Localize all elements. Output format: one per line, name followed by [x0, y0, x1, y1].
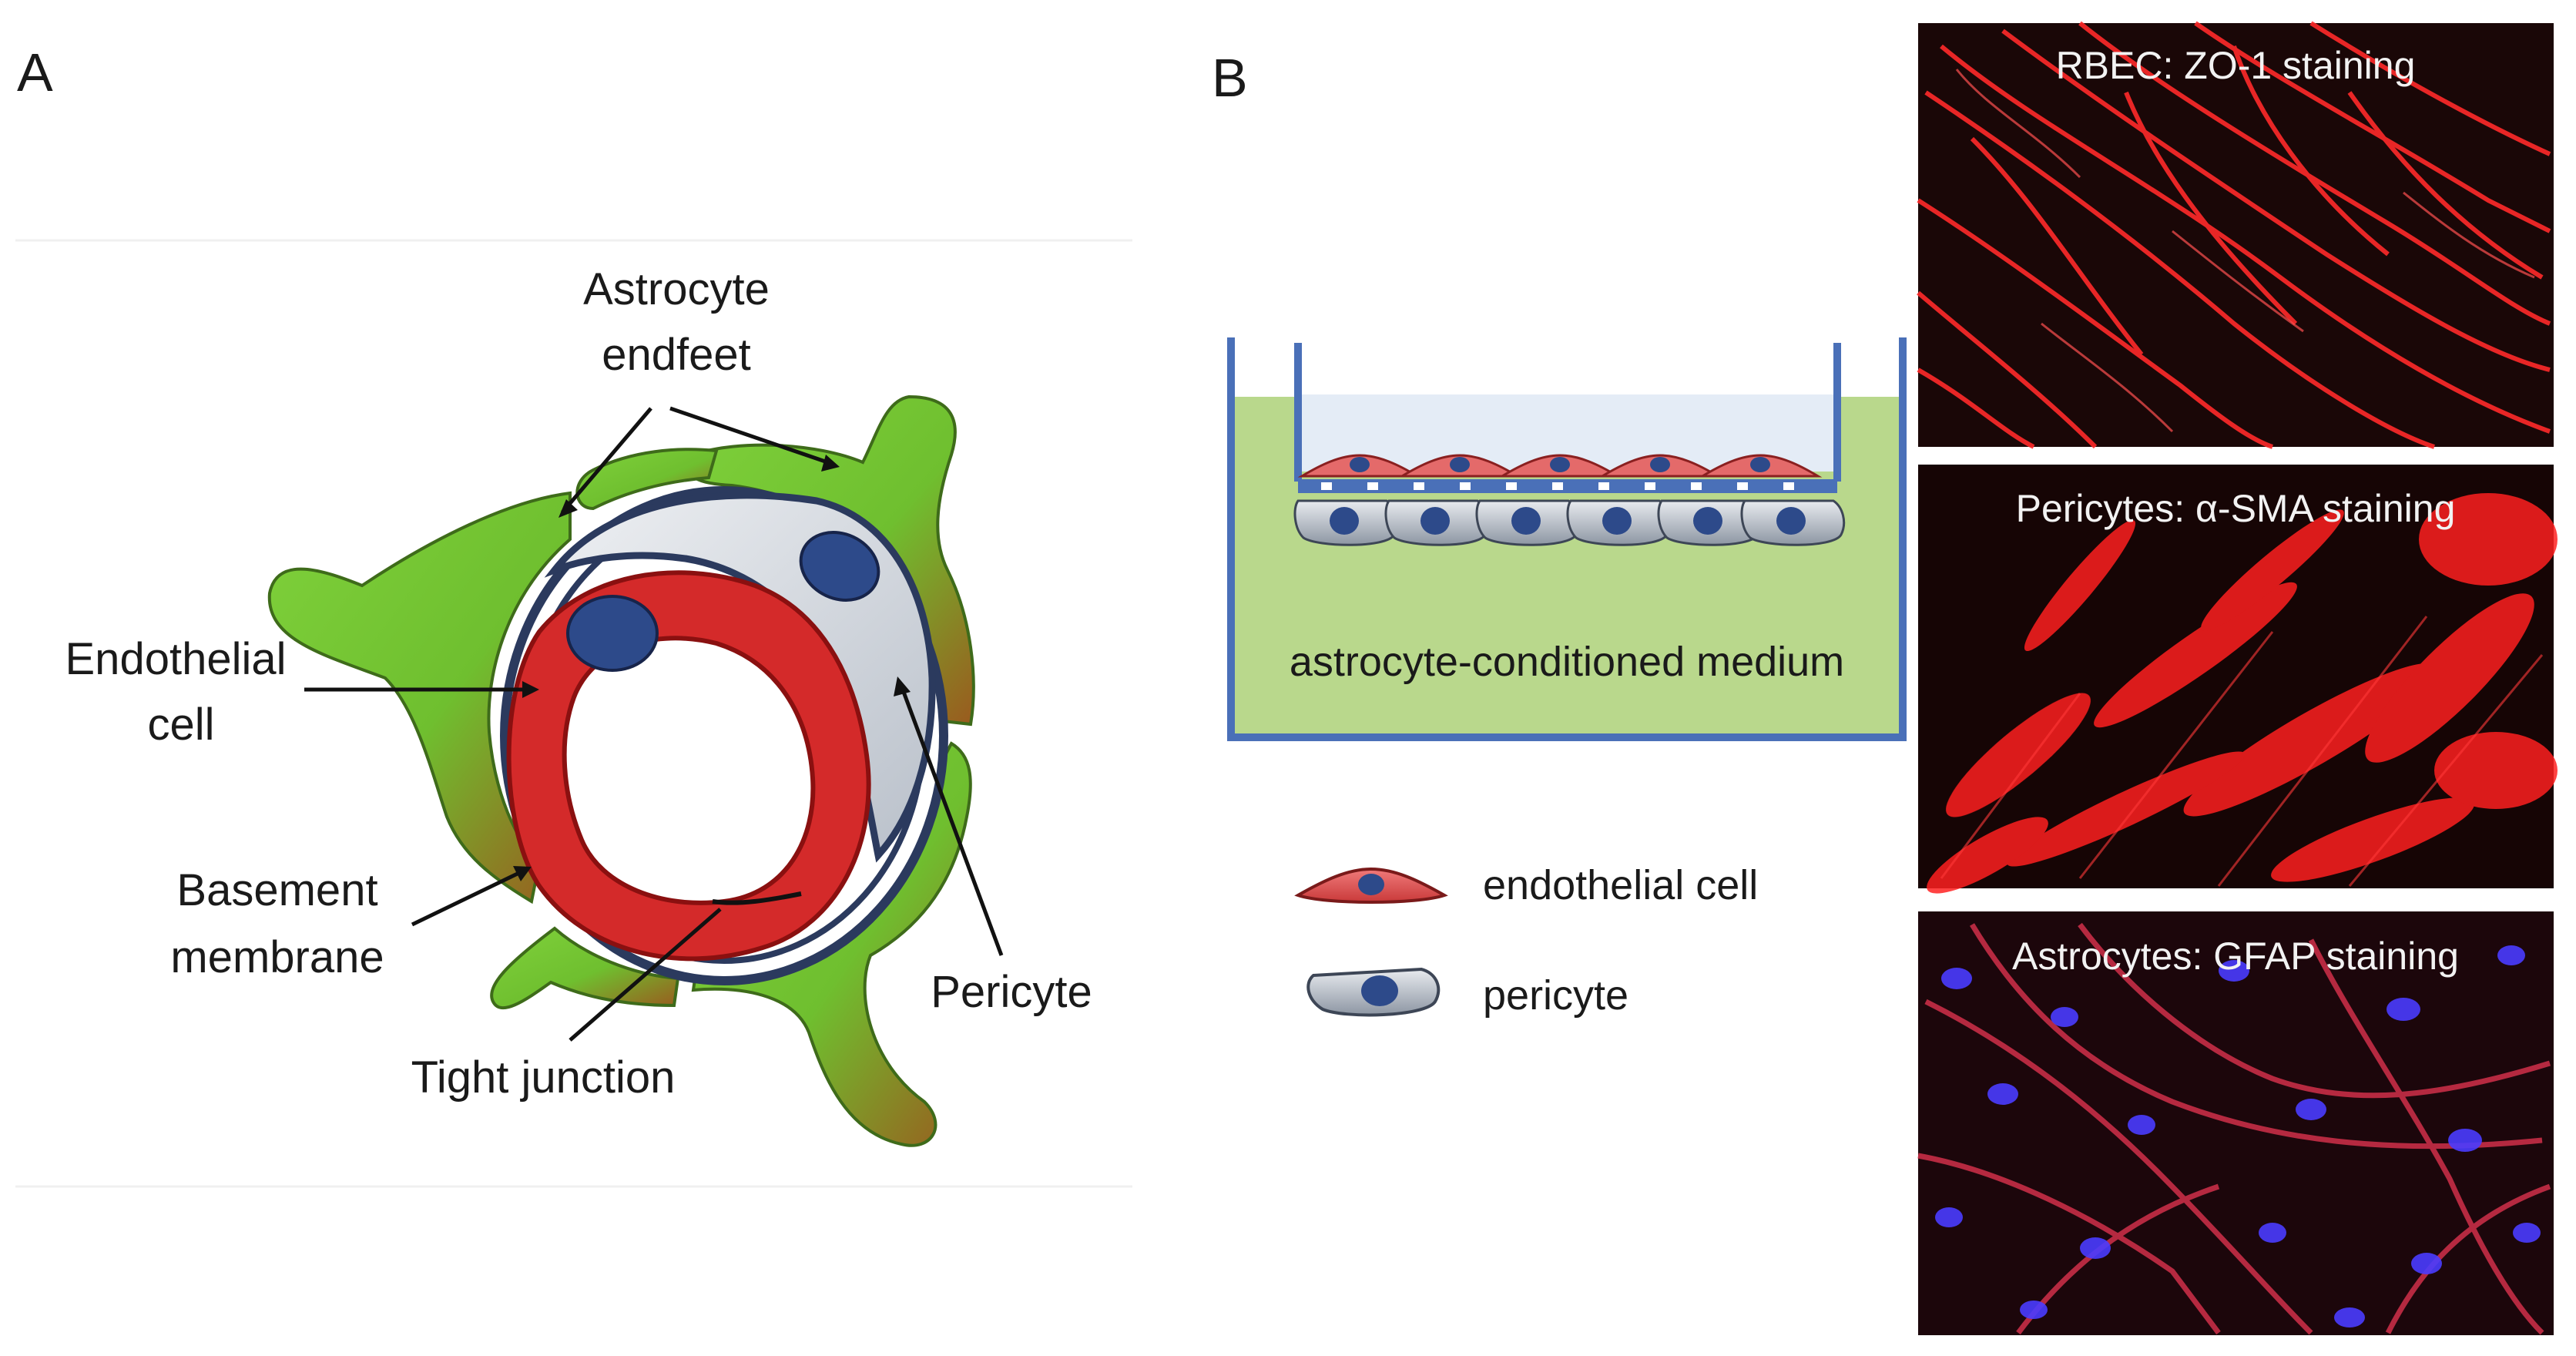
insert-membrane — [1298, 479, 1837, 493]
pointer-pericyte — [899, 685, 1004, 956]
arrowhead-basement — [513, 866, 532, 881]
legend-label-pericyte: pericyte — [1483, 972, 1628, 1019]
arrowhead-pericyte — [894, 676, 911, 696]
pointer-tight-junction — [569, 908, 722, 1042]
panel-b-letter: B — [1212, 48, 1248, 108]
endothelial-cell-icon — [1294, 867, 1448, 904]
micrograph-asma — [1918, 465, 2558, 894]
endothelial-nucleus — [566, 595, 659, 672]
micrograph-gfap — [1917, 911, 2554, 1335]
arrowhead-endothelial — [522, 681, 539, 698]
label-endothelial-line2: cell — [147, 700, 214, 750]
astrocyte-endfoot-upper-left — [575, 448, 719, 511]
medium-label: astrocyte-conditioned medium — [1290, 639, 1844, 685]
membrane-pores — [1321, 482, 1794, 490]
label-basement-line1: Basement — [176, 865, 377, 915]
micrograph-zo1-title: RBEC: ZO-1 staining — [2056, 44, 2416, 87]
arrowhead-astro-left — [558, 499, 578, 518]
micrograph-asma-title: Pericytes: α-SMA staining — [2016, 487, 2456, 530]
micrograph-zo1 — [1917, 21, 2554, 449]
label-endothelial-line1: Endothelial — [65, 634, 287, 684]
micrograph-gfap-title: Astrocytes: GFAP staining — [2012, 935, 2459, 978]
pericyte-icon — [1306, 967, 1441, 1017]
label-tight-junction: Tight junction — [411, 1052, 676, 1103]
insert-walls — [1294, 343, 1841, 482]
label-pericyte: Pericyte — [931, 967, 1092, 1017]
pointer-astrocyte-right — [669, 406, 833, 466]
endothelial-monolayer — [1297, 454, 1823, 478]
pericyte-nucleus — [799, 531, 880, 602]
legend: endothelial cell pericyte — [1294, 862, 1758, 1019]
pointer-basement — [411, 868, 525, 927]
blood-vessel-diagram — [267, 394, 1004, 1147]
label-astrocyte-line2: endfeet — [602, 330, 751, 380]
label-basement-line2: membrane — [170, 932, 384, 982]
legend-label-endothelial: endothelial cell — [1483, 862, 1758, 908]
panel-a-letter: A — [17, 42, 53, 102]
pointer-astrocyte-left — [561, 407, 652, 514]
tight-junction-mark — [712, 891, 802, 905]
astrocyte-endfoot-left — [267, 491, 572, 905]
outer-well — [1227, 337, 1907, 741]
arrowhead-astro-right — [821, 455, 840, 472]
label-astrocyte-line1: Astrocyte — [583, 264, 770, 314]
endothelial-cell — [506, 570, 871, 962]
pericyte-layer — [1293, 499, 1846, 546]
transwell-diagram — [1227, 337, 1907, 741]
